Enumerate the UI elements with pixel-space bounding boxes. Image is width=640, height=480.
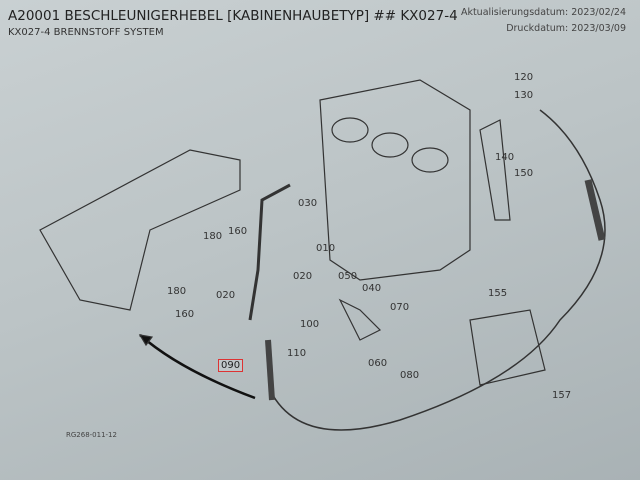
part-label-010[interactable]: 010 [316, 243, 336, 254]
part-label-120[interactable]: 120 [514, 72, 534, 83]
throttle-cable [269, 109, 606, 431]
accelerator-lever [248, 183, 291, 321]
part-label-060[interactable]: 060 [368, 358, 388, 369]
part-label-140[interactable]: 140 [495, 152, 515, 163]
part-label-150[interactable]: 150 [514, 168, 534, 179]
document-subtitle: KX027-4 BRENNSTOFF SYSTEM [8, 27, 164, 38]
part-label-030[interactable]: 030 [298, 198, 318, 209]
update-date: Aktualisierungsdatum: 2023/02/24 [460, 7, 626, 18]
part-label-110[interactable]: 110 [287, 348, 307, 359]
engine-block [319, 79, 471, 281]
part-label-160[interactable]: 160 [228, 226, 248, 237]
part-label-090-highlighted[interactable]: 090 [218, 359, 244, 372]
part-label-040[interactable]: 040 [362, 283, 382, 294]
document-title: A20001 BESCHLEUNIGERHEBEL [KABINENHAUBET… [8, 8, 458, 24]
part-label-160[interactable]: 160 [175, 309, 195, 320]
print-date: Druckdatum: 2023/03/09 [506, 23, 626, 34]
part-label-155[interactable]: 155 [488, 288, 508, 299]
drawing-reference: RG268-011-12 [66, 431, 117, 439]
part-label-020[interactable]: 020 [293, 271, 313, 282]
part-label-070[interactable]: 070 [390, 302, 410, 313]
part-label-130[interactable]: 130 [514, 90, 534, 101]
part-label-180[interactable]: 180 [203, 231, 223, 242]
part-label-050[interactable]: 050 [338, 271, 358, 282]
left-bracket [39, 149, 241, 311]
part-label-157[interactable]: 157 [552, 390, 572, 401]
part-label-080[interactable]: 080 [400, 370, 420, 381]
part-label-180[interactable]: 180 [167, 286, 187, 297]
part-label-100[interactable]: 100 [300, 319, 320, 330]
part-label-020[interactable]: 020 [216, 290, 236, 301]
